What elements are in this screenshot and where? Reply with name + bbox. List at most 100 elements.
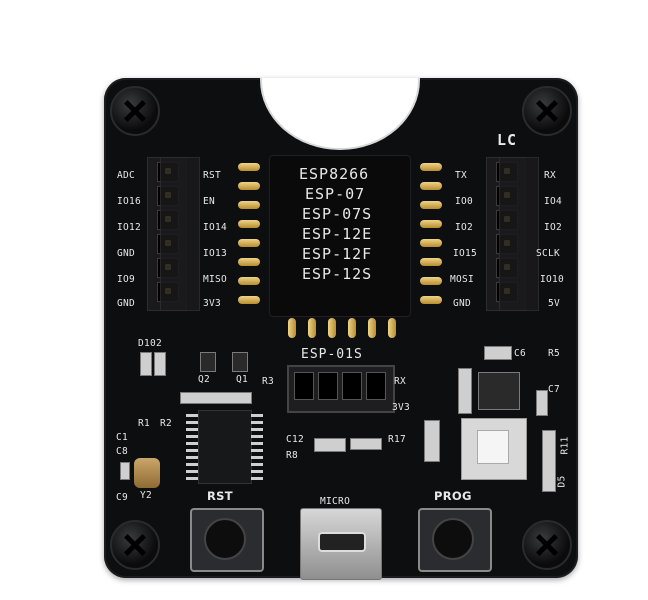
left-outer-label: GND [117,248,136,259]
socket-pin [238,182,260,190]
right-pin-header-2 [499,157,539,311]
chip-leg [251,477,263,480]
smd-component [120,462,130,480]
screw-icon [110,86,160,136]
socket-pin [420,296,442,304]
chip-leg [251,449,263,452]
chip-leg [186,428,198,431]
smd-component [314,438,346,452]
left-outer-label: ADC [117,170,136,181]
socket-pin [238,201,260,209]
connector-slot [342,372,362,400]
socket-pin [308,318,316,338]
usb-uart-chip [198,410,252,484]
smd-component [424,420,440,462]
chip-leg [251,421,263,424]
chip-leg [186,463,198,466]
socket-pin [238,258,260,266]
chip-leg [186,421,198,424]
label-r3: R3 [262,376,275,387]
right-inner-label: IO2 [455,222,474,233]
rst-button-cap[interactable] [204,518,246,560]
switch-knob[interactable] [477,430,509,464]
usb-port-opening[interactable] [318,532,366,552]
socket-pin [420,182,442,190]
label-r2: R2 [160,418,173,429]
left-inner-label: 3V3 [203,298,222,309]
left-inner-label: MISO [203,274,228,285]
right-outer-label: IO10 [540,274,565,285]
smd-component [140,352,152,376]
chip-leg [251,463,263,466]
left-inner-label: RST [203,170,222,181]
label-r5: R5 [548,348,561,359]
smd-component [200,352,216,372]
chip-leg [186,470,198,473]
connector-slot [294,372,314,400]
esp-module-socket [269,155,411,317]
chip-leg [251,435,263,438]
chip-leg [186,435,198,438]
right-inner-label: IO15 [453,248,478,259]
chip-leg [251,428,263,431]
chip-leg [186,442,198,445]
label-rx: RX [394,376,407,387]
socket-pin [328,318,336,338]
connector-slot [366,372,386,400]
left-inner-label: IO14 [203,222,228,233]
chip-leg [251,470,263,473]
label-r11: R11 [559,436,571,455]
chip-leg [186,477,198,480]
left-outer-label: IO16 [117,196,142,207]
left-outer-label: IO12 [117,222,142,233]
chip-leg [186,449,198,452]
label-y2: Y2 [140,490,153,501]
chip-leg [251,442,263,445]
label-micro: MICRO [320,496,351,507]
screw-icon [522,520,572,570]
label-q1: Q1 [236,374,249,385]
prog-label: PROG [434,489,472,503]
module-label: ESP-07 [305,185,366,203]
socket-pin [288,318,296,338]
right-outer-label: SCLK [536,248,561,259]
label-r8: R8 [286,450,299,461]
smd-component [536,390,548,416]
right-outer-label: IO4 [544,196,563,207]
smd-component [154,352,166,376]
right-inner-label: IO0 [455,196,474,207]
left-pin-header-2 [160,157,200,311]
socket-pin [388,318,396,338]
smd-component [350,438,382,450]
socket-pin [420,258,442,266]
left-inner-label: EN [203,196,216,207]
esp01s-label: ESP-01S [301,347,363,362]
socket-pin [420,201,442,209]
label-c8: C8 [116,446,129,457]
smd-component [478,372,520,410]
socket-pin [238,296,260,304]
label-r17: R17 [388,434,407,445]
crystal-oscillator [134,458,160,488]
right-outer-label: IO2 [544,222,563,233]
prog-button-cap[interactable] [432,518,474,560]
socket-pin [420,163,442,171]
left-inner-label: IO13 [203,248,228,259]
screw-icon [522,86,572,136]
smd-component [232,352,248,372]
label-r1: R1 [138,418,151,429]
right-outer-label: 5V [548,298,561,309]
socket-pin [238,239,260,247]
module-label: ESP-12F [302,245,373,263]
smd-component [484,346,512,360]
left-outer-label: GND [117,298,136,309]
label-c1: C1 [116,432,129,443]
smd-component [180,392,252,404]
right-inner-label: MOSI [450,274,475,285]
socket-pin [238,163,260,171]
smd-component [542,430,556,492]
module-label: ESP-12E [302,225,373,243]
left-outer-label: IO9 [117,274,136,285]
socket-pin [238,277,260,285]
